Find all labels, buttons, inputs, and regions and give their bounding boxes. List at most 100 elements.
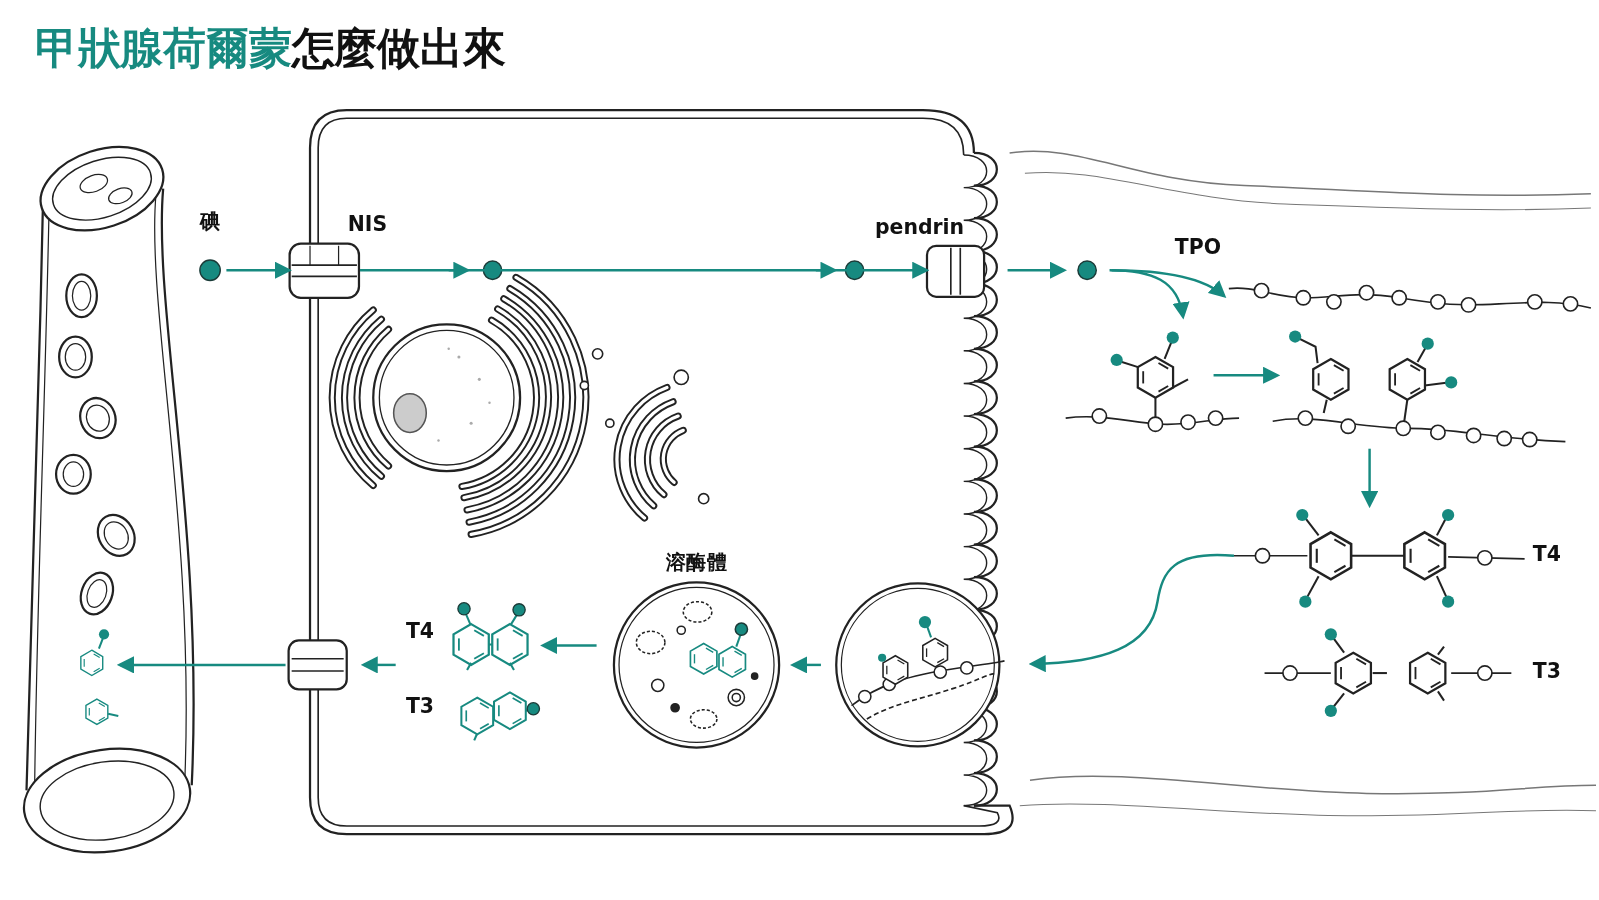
bond <box>1437 576 1447 598</box>
vesicle-membrane <box>841 588 994 741</box>
er-cisterna <box>332 310 373 485</box>
iodine-atom <box>1442 509 1454 521</box>
thyronine-ring <box>1410 653 1445 694</box>
thyroglobulin <box>1066 288 1591 673</box>
iodine-atom <box>1442 596 1454 608</box>
protein-chain <box>852 661 1005 706</box>
basolateral-channel <box>289 640 347 689</box>
colloid-lines <box>1010 151 1596 816</box>
flow-arrow <box>793 664 821 666</box>
chromatin-speck <box>488 402 490 404</box>
colloid-edge <box>1030 776 1596 793</box>
channel-body <box>289 640 347 689</box>
chromatin-speck <box>457 355 460 358</box>
chromatin-speck <box>437 439 439 441</box>
hormone-ring <box>81 650 103 675</box>
small-vesicle <box>606 419 614 427</box>
bond <box>1373 672 1387 674</box>
tyrosine-ring <box>1138 357 1173 398</box>
bond <box>1333 693 1344 707</box>
cell-membrane <box>318 118 999 826</box>
protein-chain <box>1234 555 1307 557</box>
endoplasmic-reticulum <box>332 277 586 534</box>
colloid-edge <box>1020 804 1596 816</box>
flow-arrow <box>449 269 467 271</box>
node-label: 溶酶體 <box>612 549 781 577</box>
red-blood-cell <box>106 185 134 207</box>
blood-vessel <box>17 132 197 862</box>
debris <box>728 689 744 705</box>
flow-arrow <box>1368 449 1370 505</box>
amino-acid <box>1359 286 1373 300</box>
iodide-dot <box>200 260 220 280</box>
vessel-opening <box>45 146 160 232</box>
bond <box>467 663 471 670</box>
amino-acid <box>1563 297 1577 311</box>
amino-acid <box>1461 298 1475 312</box>
debris <box>752 673 758 679</box>
amino-acid <box>1528 295 1542 309</box>
amino-acid <box>1283 666 1297 680</box>
chromatin-speck <box>447 348 449 350</box>
colloid-edge <box>1010 151 1591 195</box>
iodide-ion <box>845 261 863 279</box>
amino-acid <box>1092 409 1106 423</box>
red-blood-cell <box>65 344 85 371</box>
amino-acid <box>1298 411 1312 425</box>
vessel-opening <box>35 753 179 848</box>
red-blood-cell <box>63 462 83 486</box>
bond <box>1425 382 1448 385</box>
debris <box>652 679 664 691</box>
er-lumen <box>332 277 586 534</box>
thyronine-ring <box>1336 653 1371 694</box>
amino-acid <box>1497 431 1511 445</box>
hormone-ring <box>86 699 108 724</box>
golgi <box>617 388 683 519</box>
iodine-atom <box>735 623 747 635</box>
iodine-atom <box>527 703 539 715</box>
debris <box>683 602 712 622</box>
hormone-label: T4 <box>1533 542 1561 566</box>
nis-transporter: NIS <box>289 243 360 299</box>
amino-acid <box>1478 551 1492 565</box>
hormone-ring <box>461 698 493 735</box>
debris <box>671 704 679 712</box>
node-shape <box>612 549 781 751</box>
lysosome-membrane <box>619 587 774 742</box>
red-blood-cell <box>99 517 133 553</box>
red-blood-cell <box>56 455 91 494</box>
amino-acid <box>934 666 946 678</box>
iodine-atom <box>1422 338 1434 350</box>
amino-acid <box>859 690 871 702</box>
endocytosis-arrow <box>1032 555 1234 664</box>
hormone-ring <box>494 692 526 729</box>
iodine-atom <box>1078 261 1096 279</box>
debris <box>732 693 740 701</box>
channel-band <box>292 658 344 660</box>
hormone-in-blood <box>81 629 118 724</box>
vessel-wall <box>162 189 194 786</box>
red-blood-cell <box>59 337 92 378</box>
iodine-atom <box>919 616 931 628</box>
amino-acid <box>1523 432 1537 446</box>
iodine-atom <box>99 629 109 639</box>
pendrin-transporter: pendrin <box>926 245 985 298</box>
chromatin-speck <box>470 422 473 425</box>
endocytic-vesicle <box>836 583 1004 746</box>
amino-acid <box>1431 425 1445 439</box>
colloid-edge <box>1025 172 1591 209</box>
red-blood-cell <box>83 577 110 610</box>
amino-acid <box>961 662 973 674</box>
chromatin-speck <box>478 378 481 381</box>
bond <box>1404 400 1407 421</box>
flow-arrow <box>544 644 597 646</box>
vessel-opening <box>30 132 174 245</box>
hormone-ring <box>454 624 489 665</box>
vessel-wall <box>155 194 187 785</box>
flow-arrow <box>1214 374 1277 376</box>
golgi-cisterna <box>632 402 673 506</box>
bond <box>510 663 514 670</box>
bond <box>1297 338 1317 363</box>
diagram-title: 甲狀腺荷爾蒙怎麼做出來 <box>35 20 506 77</box>
